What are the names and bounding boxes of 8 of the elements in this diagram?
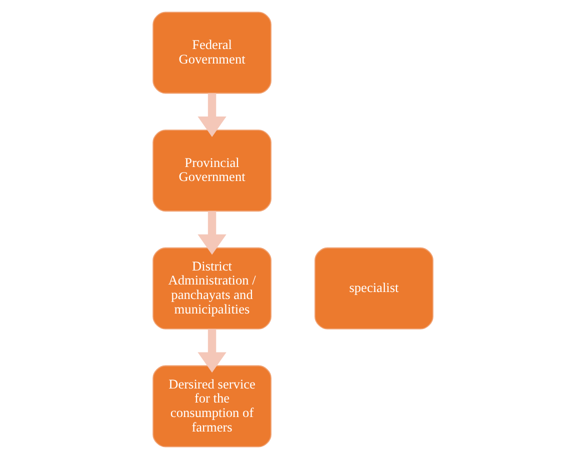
arrow: [197, 211, 226, 255]
arrow: [197, 329, 226, 373]
node-box: specialist: [314, 247, 433, 330]
node-box: Federal Government: [152, 12, 271, 94]
node-box: Dersired service for the consumption of farmers: [152, 365, 271, 448]
node-box: Provincial Government: [152, 130, 271, 212]
arrow: [197, 93, 226, 137]
node-box: District Administration / panchayats and municipalities: [152, 247, 271, 330]
